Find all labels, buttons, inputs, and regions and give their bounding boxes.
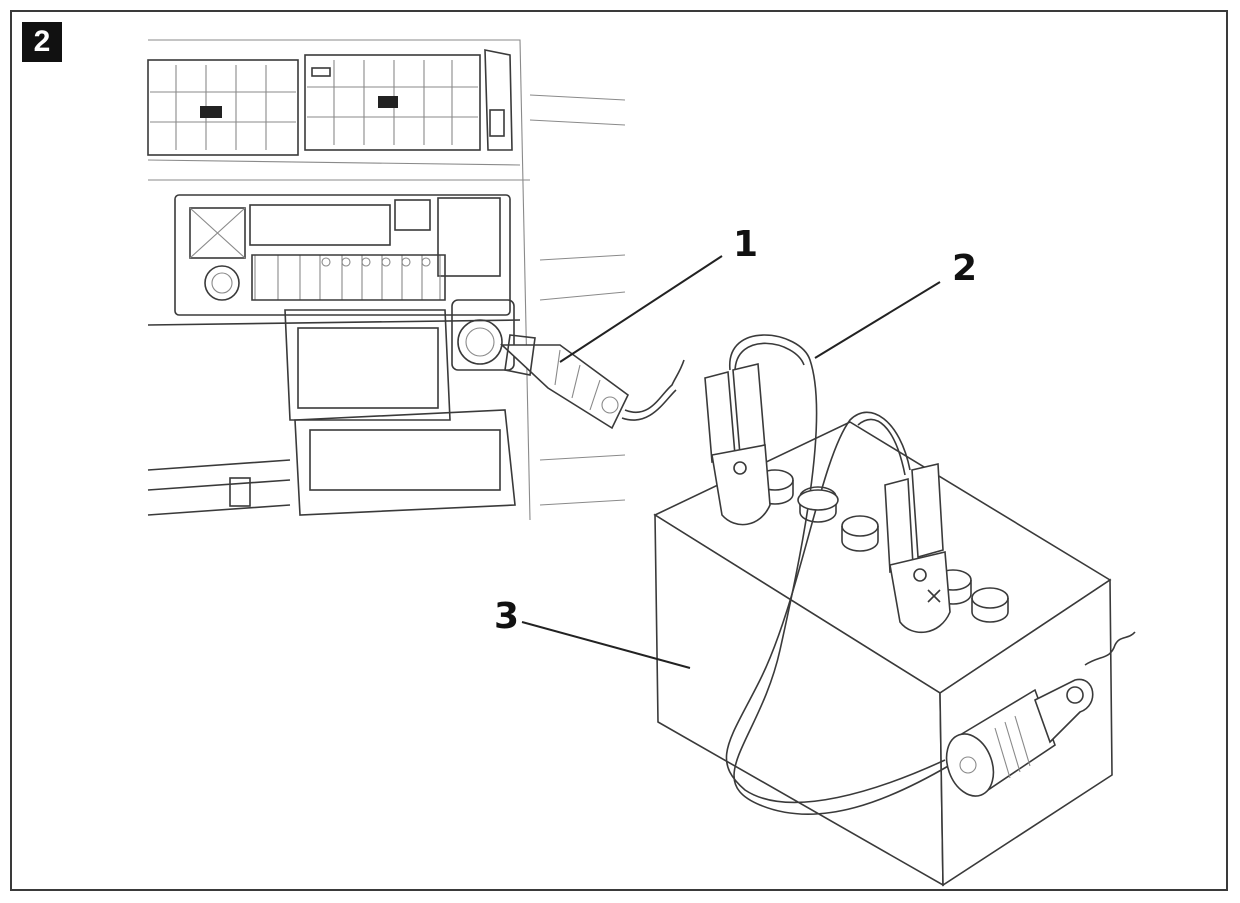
callout-3-leader (521, 621, 691, 669)
figure-frame (10, 10, 1228, 891)
center-air-vent (304, 54, 481, 151)
clamp-right (884, 463, 951, 634)
dashboard-illustration (147, 39, 685, 521)
callout-3-label: 3 (494, 596, 519, 637)
left-air-vent (147, 59, 299, 156)
figure-number-badge: 2 (22, 22, 62, 62)
callout-1-leader (559, 255, 723, 363)
callout-2-leader (814, 281, 941, 359)
charging-cable-clamps (704, 334, 1094, 816)
callout-2-label: 2 (952, 248, 977, 289)
lighter-socket (451, 299, 515, 371)
callout-1-label: 1 (733, 224, 758, 265)
clamp-left (704, 363, 771, 526)
radio-control-panel (174, 194, 511, 316)
cable-socket-end (945, 678, 1094, 797)
socket-plug (499, 334, 685, 430)
